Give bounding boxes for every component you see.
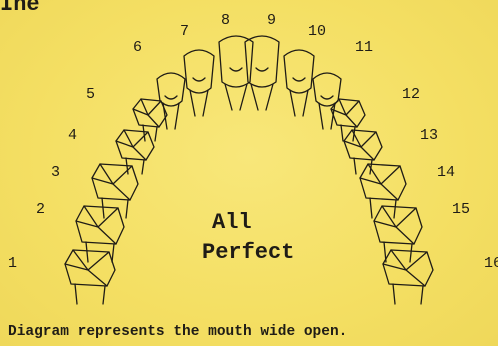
tooth-14 [360, 164, 406, 218]
tooth-number-8: 8 [221, 12, 230, 29]
tooth-16 [383, 250, 433, 304]
tooth-number-13: 13 [420, 127, 438, 144]
tooth-number-14: 14 [437, 164, 455, 181]
tooth-number-1: 1 [8, 255, 17, 272]
tooth-13 [344, 130, 382, 174]
tooth-15 [374, 206, 422, 262]
tooth-number-11: 11 [355, 39, 373, 56]
tooth-number-2: 2 [36, 201, 45, 218]
tooth-7 [184, 50, 214, 116]
tooth-10 [284, 50, 314, 116]
tooth-1 [65, 250, 115, 304]
tooth-2 [76, 206, 124, 262]
tooth-number-12: 12 [402, 86, 420, 103]
tooth-4 [116, 130, 154, 174]
tooth-number-9: 9 [267, 12, 276, 29]
tooth-number-5: 5 [86, 86, 95, 103]
status-label-line2: Perfect [202, 240, 294, 265]
tooth-number-7: 7 [180, 23, 189, 40]
tooth-3 [92, 164, 138, 218]
status-label-line1: All [212, 210, 252, 235]
tooth-number-3: 3 [51, 164, 60, 181]
tooth-number-6: 6 [133, 39, 142, 56]
tooth-number-15: 15 [452, 201, 470, 218]
tooth-number-4: 4 [68, 127, 77, 144]
tooth-number-10: 10 [308, 23, 326, 40]
diagram-caption: Diagram represents the mouth wide open. [8, 324, 347, 340]
tooth-number-16: 16 [484, 255, 498, 272]
tooth-5 [133, 99, 167, 141]
